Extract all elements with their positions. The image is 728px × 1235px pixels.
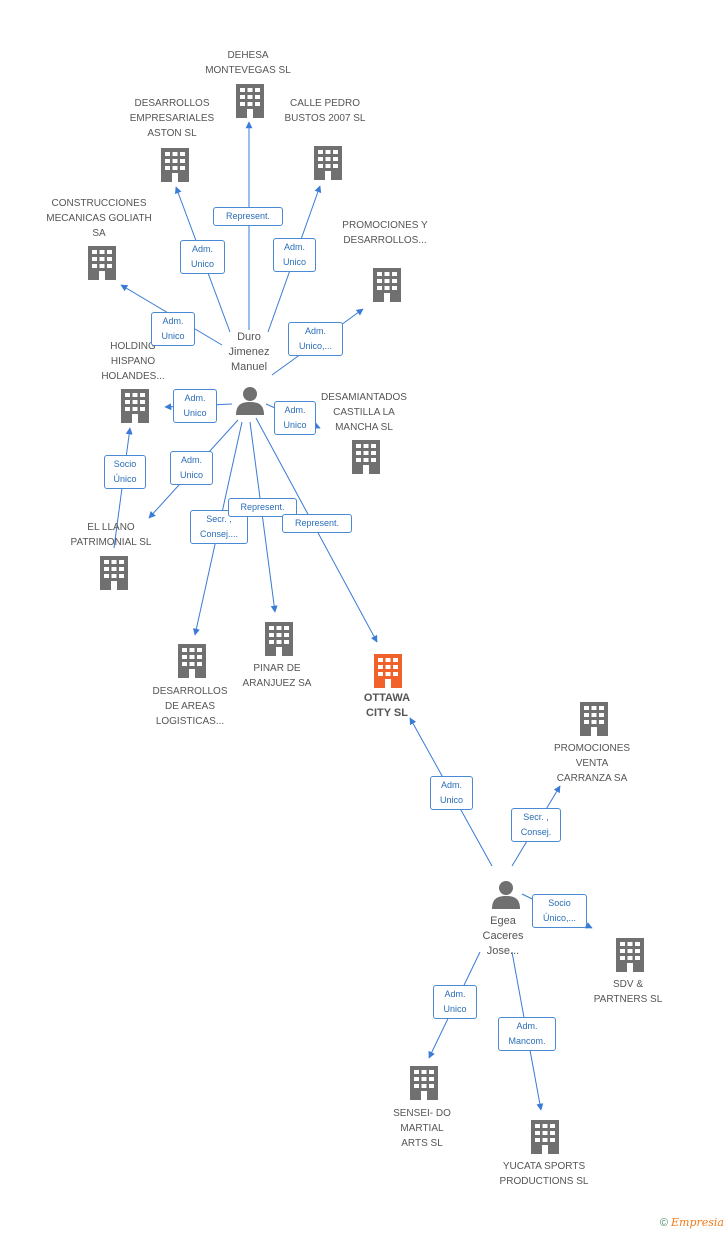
company-label-ottawa[interactable]: OTTAWA CITY SL: [363, 692, 411, 719]
company-label-logisticas[interactable]: DESARROLLOS DE AREAS LOGISTICAS...: [152, 686, 228, 727]
building-icon-holding: [121, 389, 149, 423]
relation-box: Adm. Unico: [433, 985, 477, 1019]
company-label-aston[interactable]: DESARROLLOS EMPRESARIALES ASTON SL: [129, 98, 215, 139]
company-label-carranza[interactable]: PROMOCIONES VENTA CARRANZA SA: [553, 743, 631, 784]
building-icon-yucata: [531, 1120, 559, 1154]
relation-box: Represent.: [228, 498, 297, 517]
company-label-desam[interactable]: DESAMIANTADOS CASTILLA LA MANCHA SL: [321, 392, 407, 433]
person-label-duro[interactable]: Duro Jimenez Manuel: [228, 331, 270, 373]
empresia-logo[interactable]: Empresia: [671, 1216, 724, 1229]
company-label-yucata[interactable]: YUCATA SPORTS PRODUCTIONS SL: [499, 1161, 589, 1187]
company-label-sdv[interactable]: SDV & PARTNERS SL: [593, 979, 663, 1005]
person-label-egea[interactable]: Egea Caceres Jose...: [482, 915, 524, 957]
company-label-pinar[interactable]: PINAR DE ARANJUEZ SA: [242, 663, 312, 689]
relation-box: Adm. Unico,...: [288, 322, 343, 356]
building-icon-llano: [100, 556, 128, 590]
edge-duro-pinar: [249, 421, 278, 613]
company-label-calle[interactable]: CALLE PEDRO BUSTOS 2007 SL: [284, 98, 366, 124]
relation-box: Adm. Unico: [151, 312, 195, 346]
relation-box: Represent.: [282, 514, 352, 533]
relation-box: Socio Único: [104, 455, 146, 489]
relation-box: Represent.: [213, 207, 283, 226]
building-icon-sensei: [410, 1066, 438, 1100]
company-label-goliath[interactable]: CONSTRUCCIONES MECANICAS GOLIATH SA: [46, 198, 152, 239]
relation-box: Secr. , Consej....: [190, 510, 248, 544]
company-label-llano[interactable]: EL LLANO PATRIMONIAL SL: [70, 522, 152, 548]
company-label-promo[interactable]: PROMOCIONES Y DESARROLLOS...: [342, 220, 428, 246]
footer-brand: © Empresia: [660, 1216, 724, 1229]
building-icon-aston: [161, 148, 189, 182]
relation-box: Socio Único,...: [532, 894, 587, 928]
company-label-sensei[interactable]: SENSEI- DO MARTIAL ARTS SL: [393, 1108, 451, 1149]
building-icon-promo: [373, 268, 401, 302]
relation-box: Adm. Unico: [273, 238, 316, 272]
building-icon-pinar: [265, 622, 293, 656]
relation-box: Adm. Unico: [173, 389, 217, 423]
building-icon-ottawa-highlight: [374, 654, 402, 688]
relation-box: Adm. Unico: [430, 776, 473, 810]
building-icon-desam: [352, 440, 380, 474]
building-icon-calle: [314, 146, 342, 180]
building-icon-dehesa: [236, 84, 264, 118]
relation-box: Adm. Mancom.: [498, 1017, 556, 1051]
relation-box: Adm. Unico: [170, 451, 213, 485]
company-label-holding[interactable]: HOLDING HISPANO HOLANDES...: [101, 341, 165, 382]
building-icon-sdv: [616, 938, 644, 972]
person-icon-duro: [236, 387, 264, 415]
copyright-symbol: ©: [659, 1217, 668, 1229]
company-label-dehesa[interactable]: DEHESA MONTEVEGAS SL: [205, 50, 291, 76]
building-icon-carranza: [580, 702, 608, 736]
person-icon-egea: [492, 881, 520, 909]
building-icon-logisticas: [178, 644, 206, 678]
building-icon-goliath: [88, 246, 116, 280]
relation-box: Adm. Unico: [180, 240, 225, 274]
relation-box: Secr. , Consej.: [511, 808, 561, 842]
relation-box: Adm. Unico: [274, 401, 316, 435]
